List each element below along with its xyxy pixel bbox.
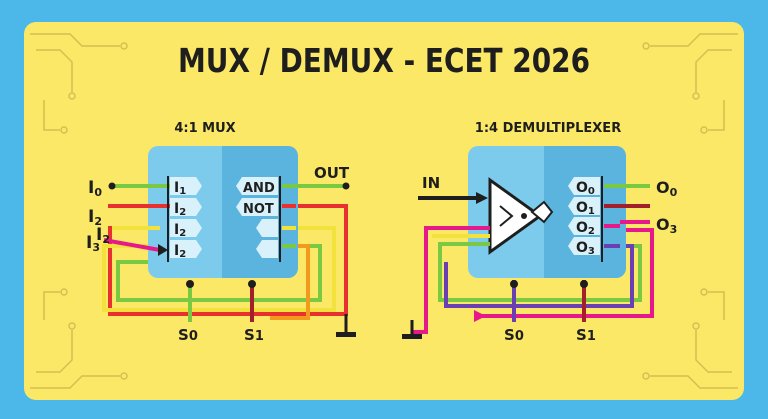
mux-pin-label-3: I2 [174,243,186,260]
demux-input-label: IN [422,174,440,192]
demux-select-label-1: S1 [576,326,596,344]
mux-pin-tag [170,240,202,258]
mux-input-arrow [158,244,168,256]
page-title: MUX / DEMUX - ECET 2026 [178,41,590,80]
mux-input-label-2: I2 [96,225,110,246]
mux-input-wire-3 [103,238,161,252]
mux-input-wires [103,182,170,252]
demux-pin-label-3: O3 [576,240,595,257]
mux-green-loop-wire [116,244,322,302]
demux-output-label-0: O0 [656,178,678,199]
demux-s0-node [510,280,518,288]
demux-output-loop [480,228,654,318]
demux-s1-node [580,280,588,288]
mux-gate-label-not: NOT [243,202,274,217]
mux-select-label-0: S0 [178,326,198,344]
demux-pin-tag [568,197,600,215]
mux-gate-tag [256,219,278,237]
corner-circuit-decoration [30,33,738,389]
mux-orange-wire [270,244,310,320]
demux-buffer-triangle [488,177,554,255]
demux-pin-tag [568,237,600,255]
mux-pin-label-2: I2 [174,222,186,239]
mux-out-node [342,182,350,190]
mux-gate-tag-and [236,177,278,195]
demux-select-label-0: S0 [504,326,524,344]
demux-output-label-3: O3 [656,215,677,236]
mux-s0-node [186,280,194,288]
demux-pin-tag [568,217,600,235]
demux-heading: 1:4 DEMULTIPLEXER [475,121,621,136]
mux-input-label-0: I0 [88,178,102,199]
mux-yellow-loop-wire [102,226,336,312]
demux-pin-label-2: O2 [576,220,595,237]
mux-input-label-1: I2 [88,207,102,228]
mux-input-label-3: I3 [86,233,100,254]
mux-input-labels: I0 I2 I2 I3 [86,178,110,254]
demux-pin-label-0: O0 [576,180,595,197]
mux-pin-label-1: I2 [174,201,186,218]
mux-gate-label-and: AND [243,181,275,196]
mux-heading: 4:1 MUX [174,121,235,136]
mux-gates: AND NOT [236,176,281,262]
demux-pin-label-1: O1 [576,200,595,217]
mux-ground-symbol [336,314,356,337]
demux-input-wires [418,196,490,246]
demux-purple-loop [444,244,634,308]
mux-output-label: OUT [314,164,350,182]
mux-pin-tag [170,177,202,195]
demux-in-arrow [476,192,488,204]
mux-select-label-1: S1 [244,326,264,344]
mux-output-wires [282,184,346,248]
demux-pins: O0 O1 O2 O3 [568,176,603,262]
mux-pin-tag [170,219,202,237]
mux-pin-label-0: I1 [174,180,186,197]
demux-pin-tag [568,177,600,195]
mux-gate-tag [256,240,278,258]
mux-pin-tag [170,198,202,216]
demux-output-wires [604,184,650,248]
mux-s1-node [248,280,256,288]
demux-ground-symbol [402,320,422,339]
mux-pins: I1 I2 I2 I2 [167,176,202,262]
mux-gate-tag-not [236,198,278,216]
